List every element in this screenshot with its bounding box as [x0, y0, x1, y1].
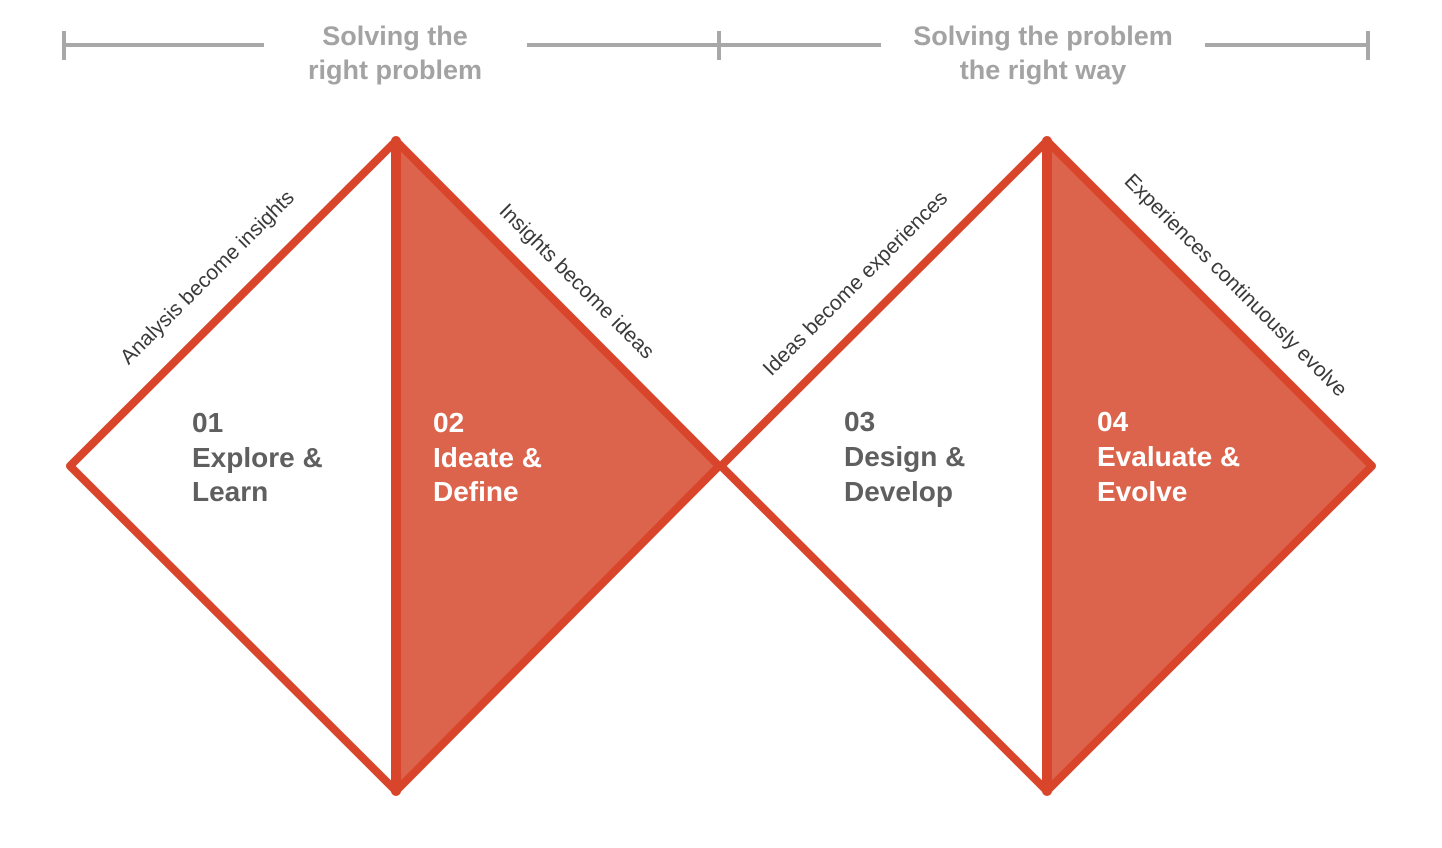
- phase-02-title-line2: Define: [433, 476, 519, 507]
- edge-label-ideas: Ideas become experiences: [759, 187, 953, 381]
- phase-bracket: [62, 31, 1370, 60]
- header-left-line1: Solving the: [322, 21, 468, 51]
- diamond-2-right-fill: [1047, 141, 1372, 791]
- phase-03-title-line1: Design &: [844, 441, 965, 472]
- phase-04-title-line2: Evolve: [1097, 476, 1187, 507]
- phase-03-title-line2: Develop: [844, 476, 953, 507]
- phase-02-title-line1: Ideate &: [433, 442, 542, 473]
- header-left-line2: right problem: [308, 55, 482, 85]
- phase-03-number: 03: [844, 406, 875, 437]
- header-right-line1: Solving the problem: [913, 21, 1173, 51]
- phase-02-label: 02 Ideate & Define: [433, 407, 542, 507]
- phase-01-label: 01 Explore & Learn: [192, 407, 323, 507]
- phase-02-number: 02: [433, 407, 464, 438]
- phase-01-title-line2: Learn: [192, 476, 268, 507]
- edge-label-analysis: Analysis become insights: [116, 186, 299, 369]
- phase-01-title-line1: Explore &: [192, 442, 323, 473]
- phase-04-label: 04 Evaluate & Evolve: [1097, 406, 1240, 507]
- diamond-1-right-fill: [396, 141, 719, 791]
- phase-01-number: 01: [192, 407, 223, 438]
- phase-04-number: 04: [1097, 406, 1129, 437]
- header-right-line2: the right way: [960, 55, 1127, 85]
- phase-03-label: 03 Design & Develop: [844, 406, 965, 507]
- phase-04-title-line1: Evaluate &: [1097, 441, 1240, 472]
